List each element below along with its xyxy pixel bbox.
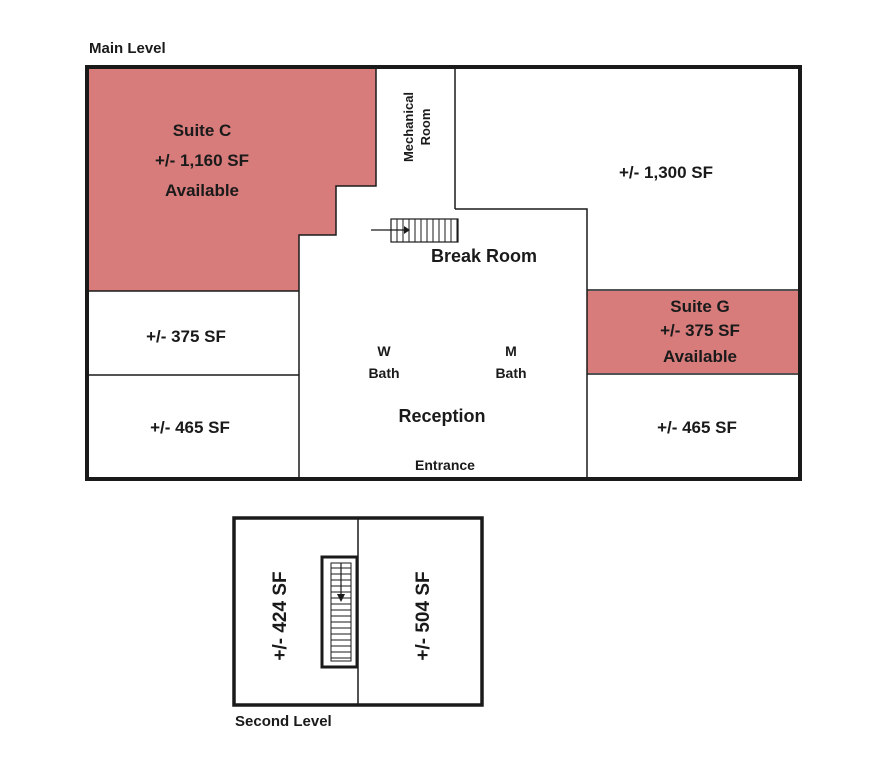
second-right-area: +/- 504 SF [413, 571, 434, 660]
left-mid-area: +/- 375 SF [146, 327, 226, 346]
suite-g-name: Suite G [670, 297, 730, 316]
break-room-label: Break Room [431, 246, 537, 266]
reception-label: Reception [398, 406, 485, 426]
m-bath-line2: Bath [495, 365, 526, 381]
entrance-label: Entrance [415, 457, 475, 473]
suite-c-status: Available [165, 181, 239, 200]
right-bottom-area: +/- 465 SF [657, 418, 737, 437]
suite-c-name: Suite C [173, 121, 232, 140]
main-stair-icon [371, 218, 459, 243]
main-level-heading: Main Level [89, 40, 166, 57]
main-level-outer-wall [85, 65, 802, 481]
second-level-heading: Second Level [235, 713, 332, 730]
suite-c-area: +/- 1,160 SF [155, 151, 249, 170]
suite-g-status: Available [663, 347, 737, 366]
second-level-plan: +/- 424 SF +/- 504 SF [232, 516, 484, 707]
w-bath-line1: W [377, 343, 391, 359]
mechanical-room-line1: Mechanical [401, 92, 416, 162]
left-bottom-area: +/- 465 SF [150, 418, 230, 437]
suite-c-fill [88, 68, 376, 291]
upper-right-area: +/- 1,300 SF [619, 163, 713, 182]
second-stair-icon [320, 555, 359, 669]
w-bath-line2: Bath [368, 365, 399, 381]
interior-walls [88, 68, 800, 478]
main-level-plan: Suite C +/- 1,160 SF Available Mechanica… [85, 65, 802, 481]
mechanical-room-line2: Room [418, 109, 433, 146]
second-left-area: +/- 424 SF [270, 571, 291, 660]
m-bath-line1: M [505, 343, 517, 359]
suite-g-fill [587, 291, 800, 373]
suite-g-area: +/- 375 SF [660, 321, 740, 340]
mechanical-room-label: Mechanical Room [401, 92, 433, 162]
